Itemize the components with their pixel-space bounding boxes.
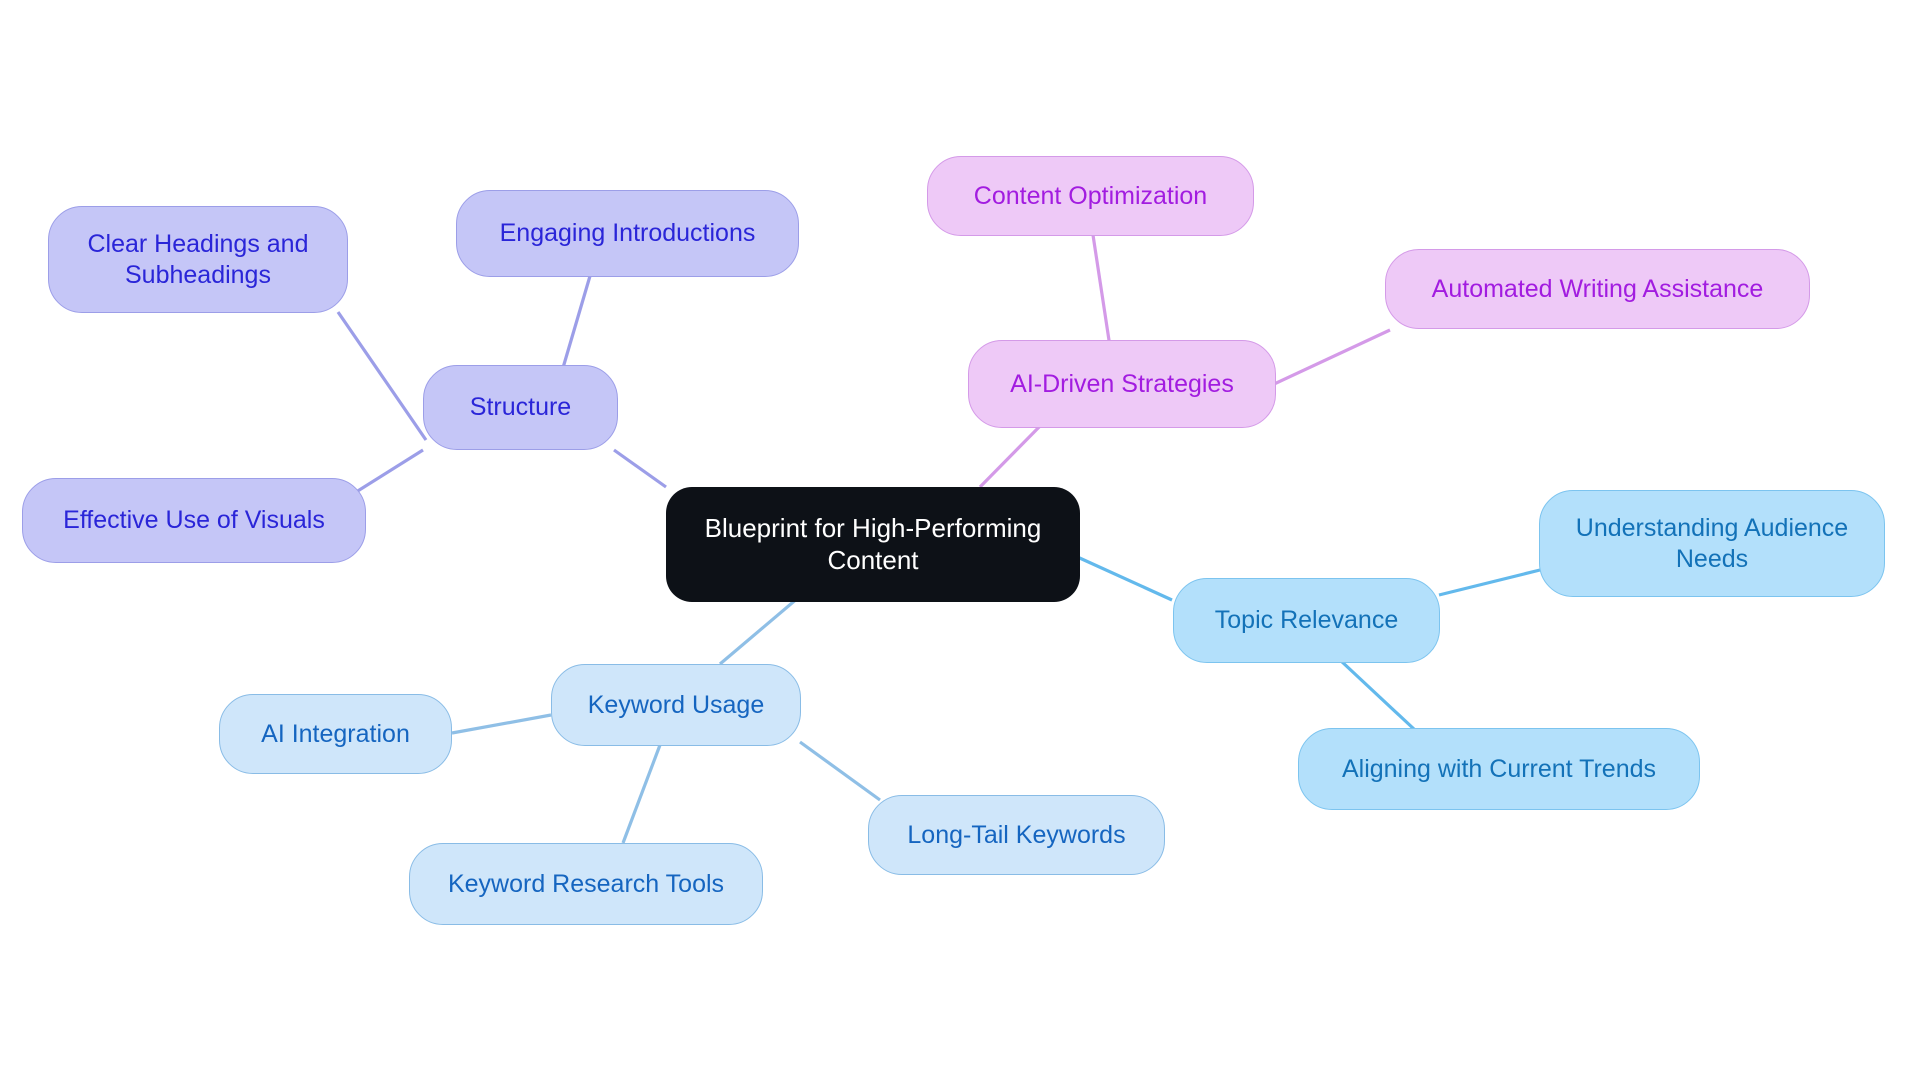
branch-node-keyword-usage[interactable]: Keyword Usage [551, 664, 801, 746]
branch-node-ai-driven-strategies[interactable]: AI-Driven Strategies [968, 340, 1276, 428]
leaf-node-automated-writing-assistance[interactable]: Automated Writing Assistance [1385, 249, 1810, 329]
root-node[interactable]: Blueprint for High-Performing Content [666, 487, 1080, 602]
leaf-node-content-optimization[interactable]: Content Optimization [927, 156, 1254, 236]
branch-node-keyword-usage-label: Keyword Usage [587, 690, 765, 719]
leaf-node-keyword-research-tools[interactable]: Keyword Research Tools [409, 843, 763, 925]
branch-node-structure[interactable]: Structure [423, 365, 618, 450]
leaf-node-engaging-introductions-label: Engaging Introductions [499, 219, 756, 248]
root-node-label: Blueprint for High-Performing Content [704, 512, 1042, 575]
leaf-node-aligning-current-trends[interactable]: Aligning with Current Trends [1298, 728, 1700, 810]
leaf-node-long-tail-keywords[interactable]: Long-Tail Keywords [868, 795, 1165, 875]
leaf-node-engaging-introductions[interactable]: Engaging Introductions [456, 190, 799, 277]
leaf-node-clear-headings[interactable]: Clear Headings and Subheadings [48, 206, 348, 313]
leaf-node-understanding-audience-needs[interactable]: Understanding Audience Needs [1539, 490, 1885, 597]
leaf-node-content-optimization-label: Content Optimization [973, 181, 1208, 210]
leaf-node-understanding-audience-needs-label: Understanding Audience Needs [1575, 514, 1849, 573]
branch-node-topic-relevance-label: Topic Relevance [1214, 606, 1399, 635]
branch-node-topic-relevance[interactable]: Topic Relevance [1173, 578, 1440, 663]
branch-node-ai-driven-strategies-label: AI-Driven Strategies [1010, 369, 1234, 398]
leaf-node-keyword-research-tools-label: Keyword Research Tools [447, 869, 725, 898]
leaf-node-effective-visuals-label: Effective Use of Visuals [63, 506, 325, 535]
branch-node-structure-label: Structure [469, 393, 572, 422]
leaf-node-ai-integration[interactable]: AI Integration [219, 694, 452, 774]
leaf-node-aligning-current-trends-label: Aligning with Current Trends [1341, 754, 1657, 783]
leaf-node-effective-visuals[interactable]: Effective Use of Visuals [22, 478, 366, 563]
leaf-node-clear-headings-label: Clear Headings and Subheadings [87, 230, 309, 289]
leaf-node-automated-writing-assistance-label: Automated Writing Assistance [1431, 274, 1764, 303]
leaf-node-long-tail-keywords-label: Long-Tail Keywords [907, 820, 1126, 849]
leaf-node-ai-integration-label: AI Integration [261, 719, 410, 748]
